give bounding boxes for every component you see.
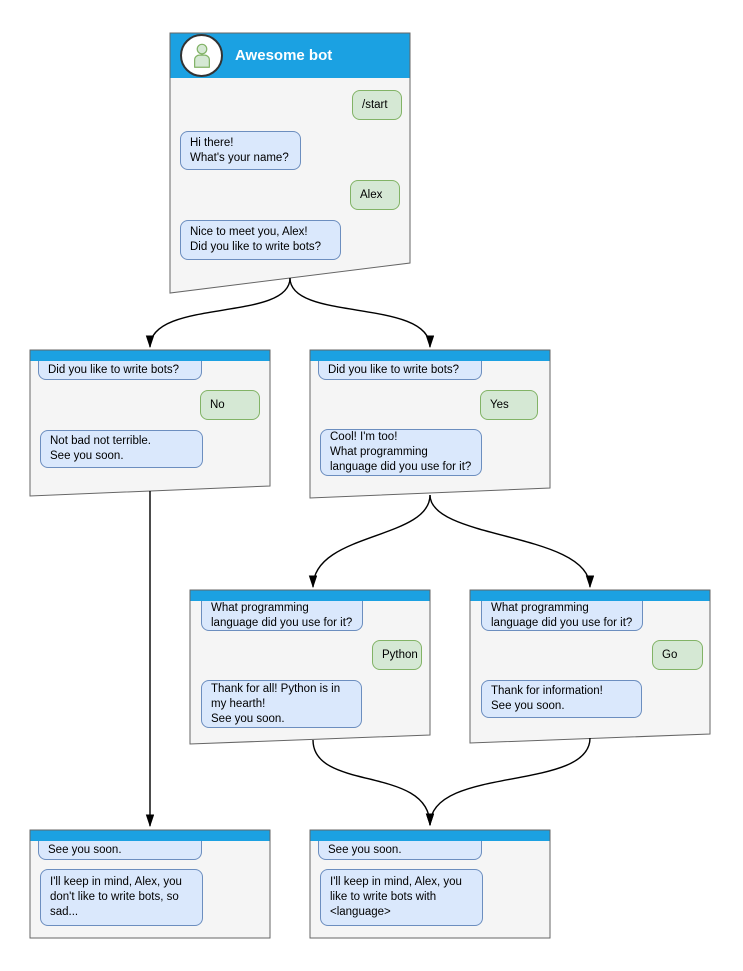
bot-message-bubble: Did you like to write bots?	[38, 361, 202, 380]
bot-message-bubble: Did you like to write bots?	[318, 361, 482, 380]
python-window-titlebar	[190, 590, 430, 601]
user-message-bubble: Python	[372, 640, 422, 670]
person-icon	[193, 43, 210, 68]
window-title: Awesome bot	[235, 47, 333, 64]
bot-message-bubble: See you soon.	[318, 841, 482, 860]
arrow-yes-to-python	[308, 494, 431, 589]
bot-message-bubble: Nice to meet you, Alex! Did you like to …	[180, 220, 341, 260]
arrow-main-to-yes	[289, 277, 435, 349]
user-message-bubble: /start	[352, 90, 402, 120]
user-message-bubble: Yes	[480, 390, 538, 420]
user-message-bubble: Go	[652, 640, 703, 670]
bot-message-bubble: See you soon.	[38, 841, 202, 860]
arrow-main-to-no	[145, 277, 291, 349]
bot-message-bubble: Thank for all! Python is in my hearth! S…	[201, 680, 362, 728]
main-window-header: Awesome bot	[170, 33, 410, 78]
bot-message-bubble: Cool! I'm too! What programming language…	[320, 429, 482, 476]
bot-message-bubble: Not bad not terrible. See you soon.	[40, 430, 203, 468]
bot-avatar	[180, 34, 223, 77]
end-yes-window-titlebar	[310, 830, 550, 841]
bot-message-bubble: Hi there! What's your name?	[180, 131, 301, 170]
bot-message-bubble: What programming language did you use fo…	[481, 601, 643, 631]
end-no-window-titlebar	[30, 830, 270, 841]
go-window-titlebar	[470, 590, 710, 601]
arrow-yes-to-go	[429, 494, 595, 589]
user-message-bubble: No	[200, 390, 260, 420]
user-message-bubble: Alex	[350, 180, 400, 210]
bot-message-bubble: I'll keep in mind, Alex, you like to wri…	[320, 869, 483, 926]
arrow-go-to-end	[425, 737, 591, 827]
arrow-python-to-end	[312, 739, 435, 827]
bot-message-bubble: Thank for information! See you soon.	[481, 680, 642, 718]
bot-message-bubble: What programming language did you use fo…	[201, 601, 363, 631]
bot-message-bubble: I'll keep in mind, Alex, you don't like …	[40, 869, 203, 926]
no-window-titlebar	[30, 350, 270, 361]
yes-window-titlebar	[310, 350, 550, 361]
